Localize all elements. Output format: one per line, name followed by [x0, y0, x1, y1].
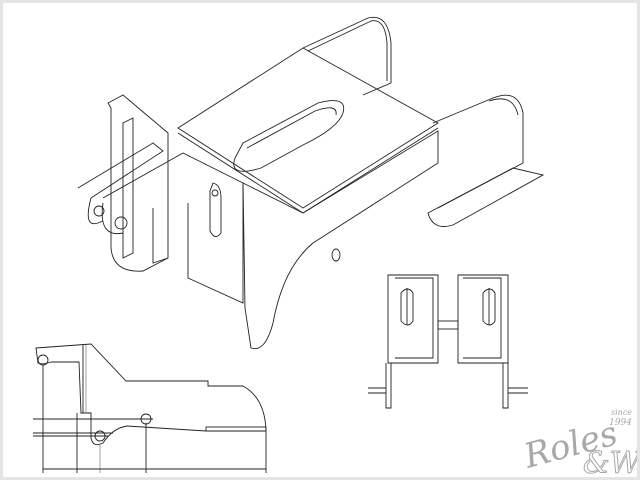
svg-text:1994: 1994: [609, 418, 632, 428]
roles-w-logo: Roles &W since 1994: [523, 408, 638, 478]
front-view: [368, 274, 528, 409]
isometric-bracket-view: [77, 16, 545, 350]
svg-text:since: since: [611, 408, 632, 417]
side-view-dimensioned: [33, 343, 267, 473]
svg-text:&W: &W: [583, 446, 638, 478]
